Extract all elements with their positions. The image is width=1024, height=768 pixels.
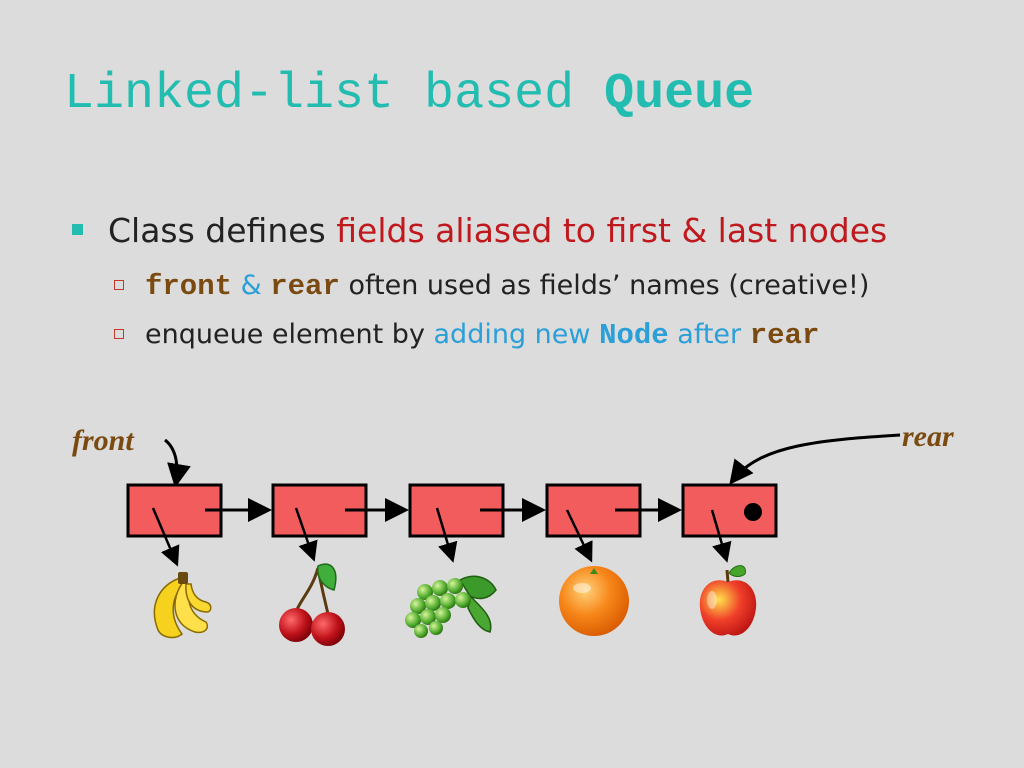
page-title: Linked-list based Queue (64, 66, 754, 123)
bullet3-after: after (668, 319, 750, 350)
rear-pointer-arrow (729, 433, 901, 485)
list-node (408, 483, 546, 563)
title-prefix: Linked-list based (64, 66, 605, 123)
rear-label: rear (902, 420, 954, 453)
list-node (545, 483, 682, 563)
bullet-front-rear: front & rear often used as fields’ names… (70, 266, 1010, 307)
front-pointer-arrow (163, 438, 191, 488)
bullet2-amp: & (232, 270, 271, 301)
null-pointer-dot (744, 503, 762, 521)
list-node (271, 483, 409, 562)
bullet1-text: Class defines (108, 211, 337, 250)
bullet3-highlight: adding new (433, 319, 600, 350)
bullet-square-icon (72, 224, 83, 235)
cherry-icon (279, 563, 345, 646)
list-node (126, 483, 272, 567)
bullet-list: Class defines fields aliased to first & … (70, 208, 1010, 356)
code-front: front (145, 270, 233, 303)
code-rear: rear (270, 270, 340, 303)
banana-icon (153, 572, 212, 639)
apple-icon (699, 565, 757, 636)
code-rear-2: rear (749, 319, 820, 352)
bullet1-highlight: fields aliased to first & last nodes (336, 211, 888, 250)
code-node: Node (599, 319, 669, 352)
bullet-enqueue: enqueue element by adding new Node after… (70, 315, 1010, 356)
title-emphasis: Queue (604, 66, 755, 123)
grapes-icon (405, 575, 497, 638)
list-node-last (681, 483, 778, 563)
sub-bullet-icon (114, 329, 124, 339)
bullet3-text: enqueue element by (145, 319, 434, 350)
front-label: front (72, 424, 134, 457)
sub-bullet-icon (114, 280, 124, 290)
bullet2-text: often used as fields’ names (creative!) (339, 270, 870, 301)
bullet-class-defines: Class defines fields aliased to first & … (70, 208, 1010, 254)
orange-icon (559, 566, 629, 636)
